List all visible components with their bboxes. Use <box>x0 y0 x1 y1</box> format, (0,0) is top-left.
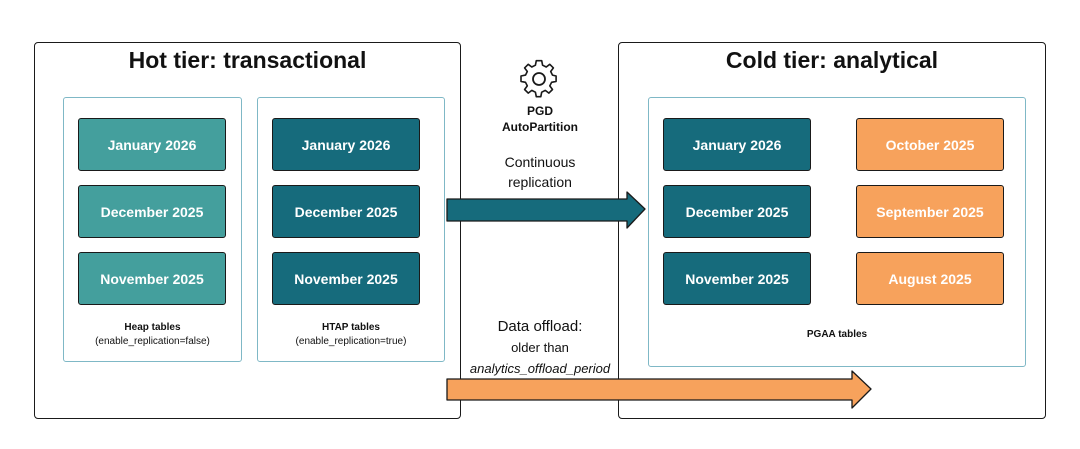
replication-arrow <box>446 191 646 229</box>
htap-tables-group: January 2026 December 2025 November 2025… <box>257 97 445 362</box>
autopartition-line2: AutoPartition <box>502 120 578 134</box>
heap-caption-sub: (enable_replication=false) <box>95 336 210 347</box>
offload-line2: older than <box>511 340 569 355</box>
offloaded-partition: September 2025 <box>856 185 1004 238</box>
gear-icon <box>520 59 557 98</box>
offload-line3: analytics_offload_period <box>469 361 611 376</box>
cold-tier-title: Cold tier: analytical <box>725 47 939 73</box>
pgaa-partition: November 2025 <box>663 252 811 305</box>
offloaded-partition: October 2025 <box>856 118 1004 171</box>
heap-tables-group: January 2026 December 2025 November 2025… <box>63 97 242 362</box>
offload-arrow <box>446 370 872 409</box>
heap-tables-caption: Heap tables (enable_replication=false) <box>64 321 241 349</box>
autopartition-label: PGD AutoPartition <box>480 103 600 135</box>
heap-caption-title: Heap tables <box>124 322 181 333</box>
pgaa-partition: January 2026 <box>663 118 811 171</box>
htap-tables-caption: HTAP tables (enable_replication=true) <box>258 321 444 349</box>
cold-tier-panel: Cold tier: analytical January 2026 Decem… <box>618 42 1046 419</box>
heap-partition: January 2026 <box>78 118 226 171</box>
htap-partition: November 2025 <box>272 252 420 305</box>
htap-caption-title: HTAP tables <box>322 322 380 333</box>
replication-line2: replication <box>508 174 572 190</box>
pgaa-tables-caption: PGAA tables <box>649 328 1025 342</box>
offload-line1: Data offload: <box>497 318 583 335</box>
hot-tier-title: Hot tier: transactional <box>128 47 367 73</box>
heap-partition: December 2025 <box>78 185 226 238</box>
offload-label: Data offload: older than analytics_offlo… <box>462 316 618 379</box>
replication-line1: Continuous <box>504 154 576 170</box>
offloaded-partition: August 2025 <box>856 252 1004 305</box>
htap-partition: January 2026 <box>272 118 420 171</box>
heap-partition: November 2025 <box>78 252 226 305</box>
hot-tier-panel: Hot tier: transactional January 2026 Dec… <box>34 42 461 419</box>
htap-partition: December 2025 <box>272 185 420 238</box>
autopartition-line1: PGD <box>526 104 553 118</box>
pgaa-tables-group: January 2026 December 2025 November 2025… <box>648 97 1026 367</box>
pgaa-caption-title: PGAA tables <box>806 329 868 340</box>
pgaa-partition: December 2025 <box>663 185 811 238</box>
htap-caption-sub: (enable_replication=true) <box>295 336 407 347</box>
replication-label: Continuous replication <box>470 152 610 192</box>
